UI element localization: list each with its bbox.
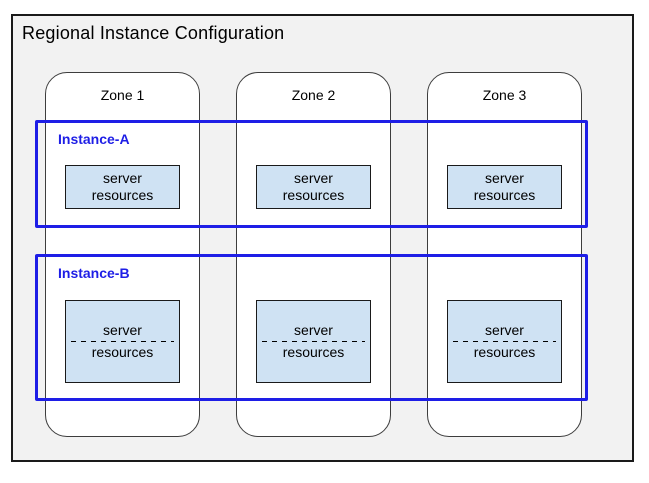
instance-a-zone2-server-resources-box: server resources	[256, 165, 371, 209]
server-resources-label-line2: resources	[282, 187, 345, 203]
dashed-split-divider	[453, 341, 556, 342]
server-resources-label-line2: resources	[282, 344, 345, 360]
region-box: Regional Instance Configuration Zone 1 Z…	[11, 14, 634, 462]
server-resources-label-line1: server	[485, 322, 524, 338]
server-resources-label-line2: resources	[91, 187, 154, 203]
server-resources-label-line2: resources	[473, 187, 536, 203]
instance-b-label: Instance-B	[58, 265, 130, 281]
instance-a-box: Instance-A	[35, 120, 588, 228]
instance-b-zone3-server-resources-box: server resources	[447, 300, 562, 383]
server-resources-label-line1: server	[103, 170, 142, 186]
server-resources-label-line2: resources	[91, 344, 154, 360]
server-resources-label-line1: server	[294, 322, 333, 338]
dashed-split-divider	[71, 341, 174, 342]
dashed-split-divider	[262, 341, 365, 342]
server-resources-label-line2: resources	[473, 344, 536, 360]
server-resources-label-line1: server	[485, 170, 524, 186]
instance-b-box: Instance-B	[35, 254, 588, 401]
zone-3-label: Zone 3	[482, 87, 527, 103]
zone-2-label: Zone 2	[291, 87, 336, 103]
server-resources-label-line1: server	[103, 322, 142, 338]
server-resources-label-line1: server	[294, 170, 333, 186]
zone-1-label: Zone 1	[100, 87, 145, 103]
instance-b-zone1-server-resources-box: server resources	[65, 300, 180, 383]
instance-a-zone1-server-resources-box: server resources	[65, 165, 180, 209]
region-title: Regional Instance Configuration	[22, 23, 285, 43]
instance-a-label: Instance-A	[58, 131, 130, 147]
instance-a-zone3-server-resources-box: server resources	[447, 165, 562, 209]
instance-b-zone2-server-resources-box: server resources	[256, 300, 371, 383]
